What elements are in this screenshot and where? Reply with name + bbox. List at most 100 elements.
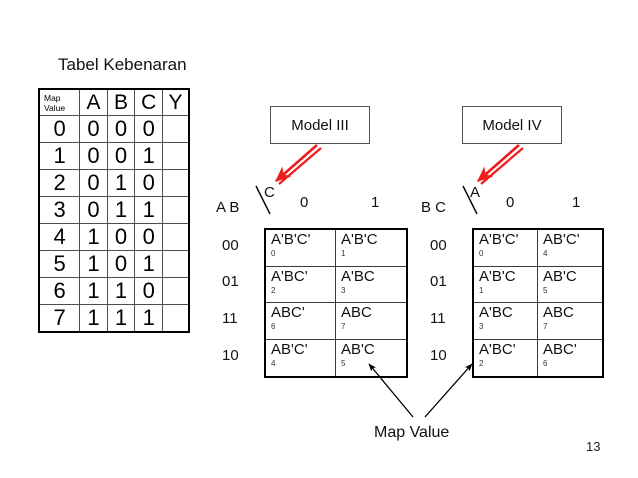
kmap3-cell-minterm: 1 [341, 249, 346, 258]
cell-map-value: 1 [38, 142, 81, 170]
kmap4-cell-minterm: 3 [479, 322, 484, 331]
cell-b: 0 [106, 142, 136, 170]
kmap-model-3-grid: A'B'C' 0 A'B'C 1 A'BC' 2 A'BC 3 ABC' 6 A… [264, 228, 408, 378]
cell-map-value: 2 [38, 169, 81, 197]
cell-b: 0 [106, 250, 136, 278]
cell-a: 1 [79, 304, 108, 333]
kmap-model-4-grid: A'B'C' 0 AB'C' 4 A'B'C 1 AB'C 5 A'BC 3 A… [472, 228, 604, 378]
cell-y [162, 115, 190, 143]
cell-a: 1 [79, 250, 108, 278]
kmap4-row-label-11: 11 [430, 310, 446, 327]
cell-map-value: 5 [38, 250, 81, 278]
kmap4-cell: A'BC' 2 [474, 339, 538, 376]
cell-a: 0 [79, 196, 108, 224]
kmap4-cell-term: A'B'C [479, 267, 516, 285]
kmap3-cell: ABC' 6 [266, 303, 336, 340]
kmap3-cell: A'BC 3 [336, 267, 406, 303]
truth-header-y: Y [162, 88, 190, 116]
red-arrow-model-4-secondary [480, 147, 524, 185]
truth-header-map-line2: Value [44, 102, 66, 113]
cell-y [162, 196, 190, 224]
truth-table-title: Tabel Kebenaran [58, 55, 187, 74]
kmap3-cell-term: A'BC' [271, 267, 308, 285]
kmap3-cell-minterm: 2 [271, 285, 276, 295]
table-row: 5 1 0 1 [38, 250, 190, 278]
kmap3-cell: ABC 7 [336, 303, 406, 340]
cell-map-value: 7 [38, 304, 81, 333]
kmap3-cell: A'B'C 1 [336, 230, 406, 267]
kmap4-cell: A'B'C 1 [474, 266, 538, 303]
kmap4-cell-minterm: 1 [479, 285, 484, 295]
cell-c: 1 [134, 142, 164, 170]
callout-model-3-label: Model III [291, 116, 349, 134]
kmap3-cell: AB'C' 4 [266, 339, 336, 376]
kmap4-cell-minterm: 2 [479, 358, 484, 368]
cell-c: 0 [134, 277, 164, 305]
table-row: 4 1 0 0 [38, 223, 190, 251]
red-arrow-model-3 [275, 144, 318, 182]
truth-header-c: C [134, 88, 164, 116]
kmap4-cell-minterm: 0 [479, 249, 484, 258]
kmap4-cell: A'B'C' 0 [474, 230, 538, 267]
cell-b: 1 [106, 304, 136, 333]
cell-map-value: 6 [38, 277, 81, 305]
kmap3-cell-term: AB'C [341, 340, 375, 358]
kmap3-cell-term: A'B'C' [271, 231, 311, 248]
cell-map-value: 4 [38, 223, 81, 251]
kmap4-cell: ABC 7 [538, 303, 602, 340]
truth-header-map-value: Map Value [38, 88, 81, 116]
kmap3-cell-minterm: 0 [271, 249, 276, 258]
kmap3-col-label-0: 0 [300, 194, 309, 211]
truth-table: Map Value A B C Y 0 0 0 0 1 0 0 1 [38, 88, 190, 333]
red-arrow-model-3-secondary [278, 147, 322, 185]
kmap4-col-label-0: 0 [506, 194, 515, 211]
kmap3-row-label-10: 10 [222, 347, 239, 364]
kmap3-cell: A'B'C' 0 [266, 230, 336, 267]
kmap4-cell-minterm: 4 [543, 249, 548, 258]
kmap3-cell-term: A'B'C [341, 231, 378, 248]
page-number: 13 [586, 439, 601, 454]
kmap4-cell: AB'C 5 [538, 267, 602, 303]
kmap3-cell-minterm: 3 [341, 285, 346, 295]
truth-header-a: A [79, 88, 108, 116]
red-arrow-model-4 [477, 144, 520, 182]
kmap4-cell-term: ABC' [543, 340, 577, 358]
kmap3-row-label-00: 00 [222, 237, 239, 254]
kmap3-cell-term: AB'C' [271, 340, 308, 358]
kmap3-cell: AB'C 5 [336, 340, 406, 377]
cell-a: 0 [79, 169, 108, 197]
cell-b: 1 [106, 169, 136, 197]
kmap3-cell-term: ABC [341, 304, 372, 321]
kmap4-cell: ABC' 6 [538, 340, 602, 377]
cell-a: 0 [79, 115, 108, 143]
kmap4-cell-minterm: 7 [543, 322, 548, 331]
kmap4-row-variables-label: B C [421, 199, 447, 216]
table-row: 1 0 0 1 [38, 142, 190, 170]
truth-table-header-row: Map Value A B C Y [38, 88, 190, 116]
kmap4-col-label-1: 1 [572, 194, 581, 211]
cell-c: 0 [134, 169, 164, 197]
kmap3-cell-term: ABC' [271, 304, 305, 321]
table-row: 0 0 0 0 [38, 115, 190, 143]
cell-y [162, 142, 190, 170]
cell-y [162, 223, 190, 251]
kmap4-col-variable-label: A [470, 184, 481, 201]
cell-c: 0 [134, 115, 164, 143]
cell-c: 1 [134, 304, 164, 333]
kmap3-cell-minterm: 7 [341, 322, 346, 331]
truth-header-map-line1: Map [44, 92, 61, 103]
cell-b: 1 [106, 277, 136, 305]
cell-a: 0 [79, 142, 108, 170]
cell-b: 0 [106, 115, 136, 143]
cell-a: 1 [79, 223, 108, 251]
cell-b: 1 [106, 196, 136, 224]
cell-map-value: 3 [38, 196, 81, 224]
kmap3-col-variable-label: C [264, 184, 275, 201]
kmap3-row-label-11: 11 [222, 310, 238, 327]
kmap4-row-label-10: 10 [430, 347, 447, 364]
kmap3-cell-term: A'BC [341, 267, 375, 285]
kmap4-cell: AB'C' 4 [538, 230, 602, 267]
kmap4-cell-term: AB'C' [543, 231, 580, 248]
callout-model-4-label: Model IV [482, 116, 542, 134]
